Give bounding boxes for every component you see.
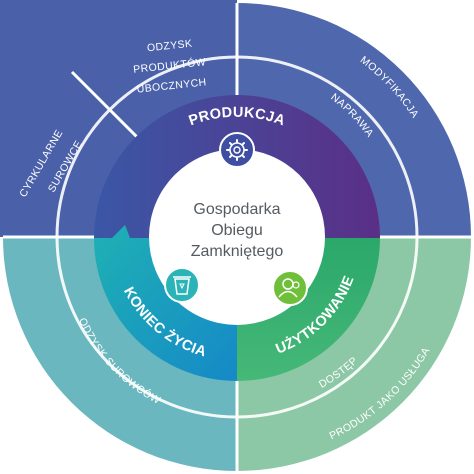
center-line-2: Obiegu (211, 222, 263, 239)
center-line-3: Zamkniętego (191, 243, 284, 260)
recycle-bin-icon (164, 267, 200, 303)
person-icon (272, 270, 308, 306)
phase-produkcja (94, 95, 380, 252)
center-line-1: Gospodarka (193, 201, 280, 218)
label-odzysk-produktow-1: ODZYSK (146, 38, 193, 55)
phase-koniec-zycia (94, 225, 237, 381)
gear-icon (219, 132, 255, 168)
phase-uzytkowanie (222, 238, 380, 381)
